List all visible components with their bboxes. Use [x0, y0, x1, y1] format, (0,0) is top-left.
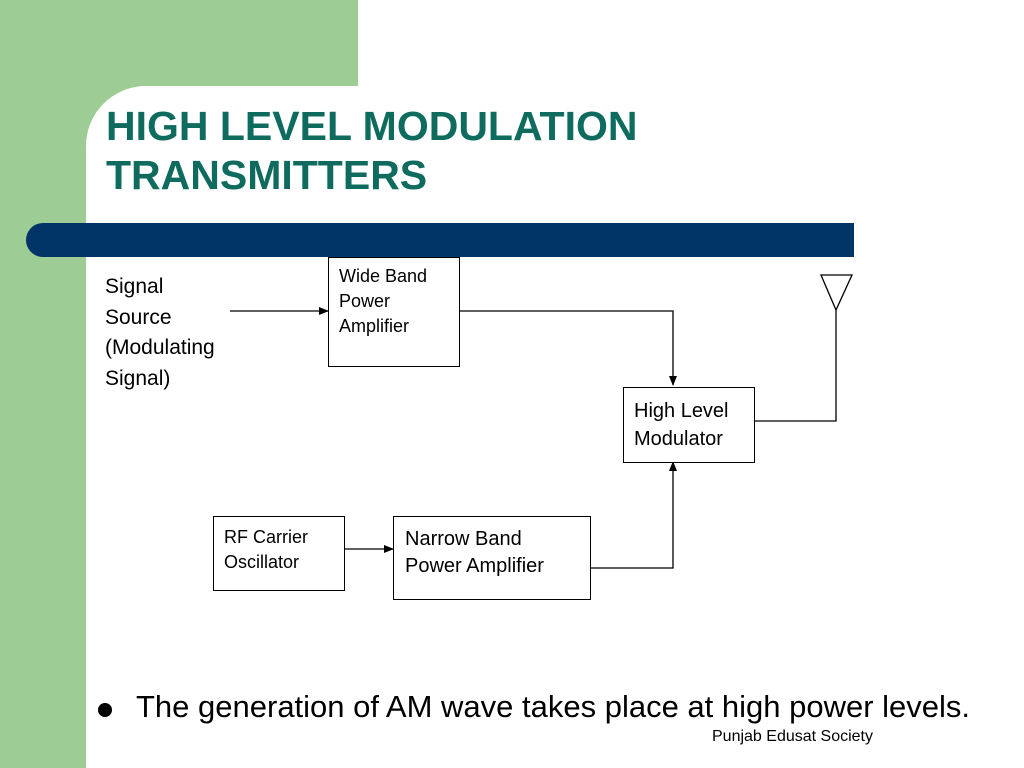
- content-panel: [86, 86, 1024, 768]
- narrow-band-line: Power Amplifier: [405, 555, 544, 577]
- narrow-band-line: Narrow Band: [405, 528, 522, 550]
- signal-source-label: Signal Source (Modulating Signal): [105, 272, 215, 394]
- title-line-2: TRANSMITTERS: [106, 152, 428, 198]
- slide-title: HIGH LEVEL MODULATION TRANSMITTERS: [106, 102, 637, 200]
- modulator-line: High Level: [634, 400, 729, 422]
- rf-carrier-oscillator-box: RF Carrier Oscillator: [213, 516, 345, 591]
- signal-source-line: Signal: [105, 275, 164, 298]
- bullet-text: The generation of AM wave takes place at…: [136, 689, 971, 724]
- modulator-line: Modulator: [634, 428, 723, 450]
- rf-carrier-line: RF Carrier: [224, 527, 308, 547]
- line-modulator-to-antenna: [754, 308, 837, 422]
- narrow-band-amplifier-box: Narrow Band Power Amplifier: [393, 516, 591, 600]
- high-level-modulator-box: High Level Modulator: [623, 387, 755, 463]
- title-divider-bar: [26, 223, 854, 257]
- signal-source-line: (Modulating: [105, 336, 215, 359]
- arrow-wideband-to-modulator: [459, 310, 677, 386]
- rf-carrier-line: Oscillator: [224, 552, 300, 572]
- bullet-dot-icon: [98, 703, 112, 717]
- wide-band-line: Power: [339, 291, 391, 311]
- footer-credit: Punjab Edusat Society: [712, 728, 873, 745]
- antenna-triangle-icon: [820, 274, 854, 312]
- wide-band-line: Amplifier: [339, 316, 410, 336]
- signal-source-line: Signal): [105, 366, 171, 390]
- wide-band-line: Wide Band: [339, 266, 428, 286]
- wide-band-amplifier-box: Wide Band Power Amplifier: [328, 257, 460, 367]
- signal-source-line: Source: [105, 305, 172, 329]
- arrow-narrowband-to-modulator: [590, 461, 677, 569]
- title-line-1: HIGH LEVEL MODULATION: [106, 103, 638, 149]
